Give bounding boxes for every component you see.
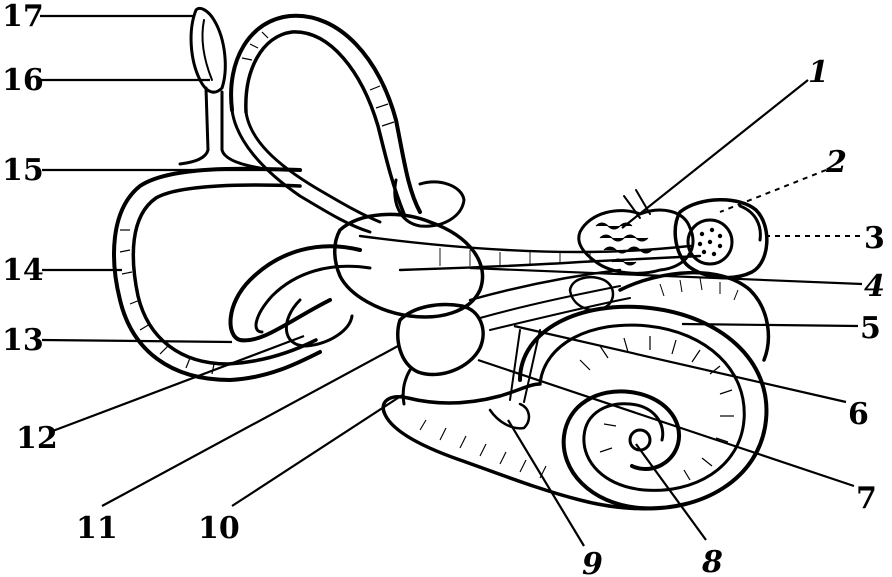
cochlea-basal-turn: [381, 382, 542, 414]
leader-2: [719, 169, 827, 213]
label-16: 16: [2, 63, 44, 98]
label-7: 7: [856, 481, 877, 516]
lateral-semicircular-canal: [228, 244, 362, 343]
ganglion-small: [568, 276, 615, 312]
label-4: 4: [864, 269, 885, 304]
labyrinth-drawing: [112, 6, 771, 511]
label-15: 15: [2, 153, 44, 188]
label-12: 12: [16, 421, 58, 456]
label-14: 14: [2, 253, 44, 288]
posterior-semicircular-canal: [112, 166, 322, 382]
leader-lines: [40, 14, 863, 547]
label-8: 8: [701, 545, 723, 577]
leader-11: [101, 345, 399, 507]
leader-10: [231, 393, 405, 507]
label-13: 13: [2, 323, 44, 358]
cochlea-apex: [628, 428, 652, 452]
saccule: [396, 302, 485, 377]
cochlear-base: [618, 270, 771, 362]
anterior-semicircular-canal: [229, 13, 422, 214]
label-6: 6: [848, 397, 869, 432]
vestibulocochlear-nerve: [358, 234, 702, 331]
leader-6: [513, 324, 847, 404]
endolymphatic-duct: [178, 86, 210, 166]
label-3: 3: [864, 221, 885, 256]
label-17: 17: [2, 0, 44, 34]
leader-4: [469, 266, 863, 286]
leader-9: [507, 419, 585, 547]
lateral-ampulla: [284, 298, 354, 348]
leader-5: [681, 322, 859, 328]
anterior-ampulla: [393, 178, 466, 228]
label-1: 1: [808, 55, 829, 90]
vestibular-ganglion: [577, 208, 695, 275]
endolymphatic-sac: [189, 6, 227, 94]
leader-8: [635, 443, 707, 541]
label-10: 10: [198, 511, 240, 546]
leader-12: [49, 334, 305, 434]
leader-7: [477, 358, 855, 488]
nerve-cross-section: [686, 218, 734, 266]
nerve-trunk: [673, 198, 769, 280]
label-5: 5: [860, 311, 881, 346]
label-2: 2: [825, 145, 847, 180]
leader-1: [621, 79, 809, 229]
leader-13: [41, 338, 233, 344]
label-11: 11: [76, 511, 118, 546]
label-9: 9: [582, 547, 603, 577]
